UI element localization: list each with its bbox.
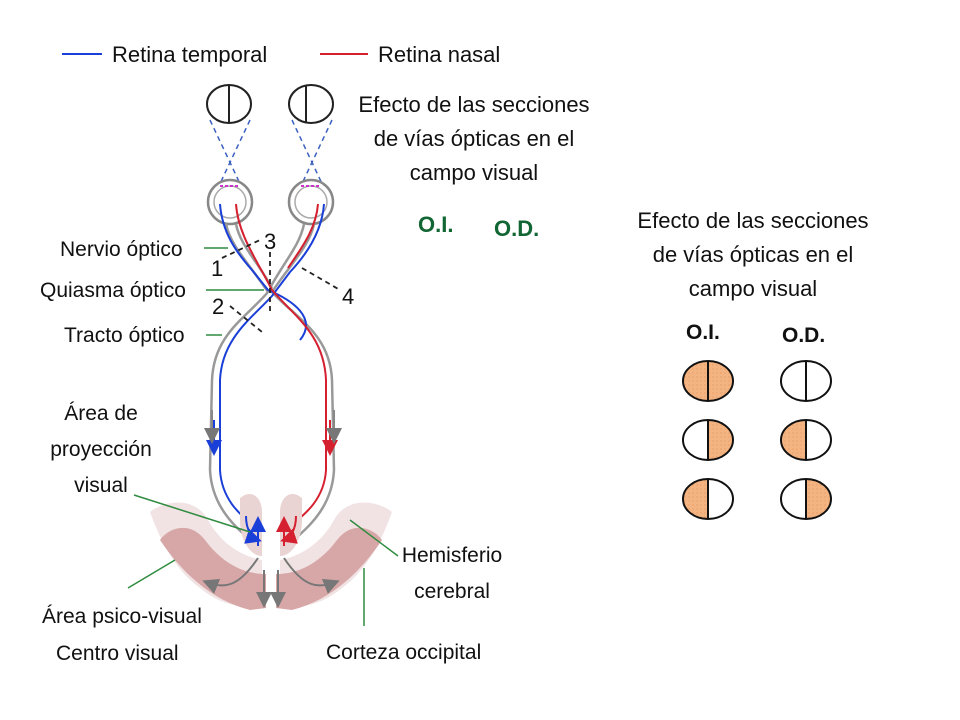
label-hemisphere-1: Hemisferio (402, 544, 502, 567)
label-projection-3: visual (74, 474, 128, 497)
visual-field-panel (596, 197, 912, 533)
field-oi-row-1 (682, 360, 734, 402)
eyeball-left (206, 178, 254, 226)
panel-eye-right: O.D. (782, 324, 825, 347)
field-od-row-3 (780, 478, 832, 520)
field-oi-row-3 (682, 478, 734, 520)
legend-nasal-label: Retina nasal (378, 42, 500, 67)
field-od-row-1 (780, 360, 832, 402)
lesion-4-line (301, 267, 341, 291)
pathway-outline (208, 223, 336, 541)
panel-title-line-3: campo visual (689, 276, 817, 301)
label-nerve: Nervio óptico (60, 238, 183, 261)
label-chiasm: Quiasma óptico (40, 279, 186, 302)
field-circle-right (288, 84, 334, 124)
gray-arrows (204, 410, 342, 444)
panel-eye-left: O.I. (686, 321, 720, 344)
upper-title-line-2: de vías ópticas en el (374, 126, 575, 151)
lesion-3-number: 3 (264, 229, 276, 254)
label-occipital: Corteza occipital (326, 641, 481, 664)
field-oi-row-2 (682, 419, 734, 461)
legend-temporal-label: Retina temporal (112, 42, 267, 67)
upper-title: Efecto de las secciones de vías ópticas … (358, 92, 589, 241)
panel-title: Efecto de las secciones de vías ópticas … (637, 208, 868, 347)
leader-lines (127, 247, 399, 626)
label-hemisphere-2: cerebral (414, 580, 490, 603)
lesion-markers (221, 239, 341, 333)
lesion-4-number: 4 (342, 284, 354, 309)
lesion-1-number: 1 (211, 256, 223, 281)
legend: Retina temporal Retina nasal (62, 42, 500, 67)
visual-field-grid (682, 360, 832, 520)
lesion-2-line (229, 305, 263, 333)
upper-title-line-1: Efecto de las secciones (358, 92, 589, 117)
upper-eye-left: O.I. (418, 212, 453, 237)
lesion-2-number: 2 (212, 294, 224, 319)
upper-title-line-3: campo visual (410, 160, 538, 185)
field-od-row-2 (780, 419, 832, 461)
eyeball-right (287, 178, 335, 226)
label-projection-2: proyección (50, 438, 152, 461)
cortex-arrows (202, 515, 340, 608)
label-center: Centro visual (56, 642, 179, 665)
label-psychovisual: Área psico-visual (42, 605, 202, 628)
lesion-1-line (221, 239, 261, 259)
label-projection-1: Área de (64, 402, 138, 425)
field-circle-left (206, 84, 252, 124)
projection-cones (209, 119, 333, 191)
label-tract: Tracto óptico (64, 324, 185, 347)
panel-title-line-2: de vías ópticas en el (653, 242, 854, 267)
panel-title-line-1: Efecto de las secciones (637, 208, 868, 233)
upper-eye-right: O.D. (494, 216, 539, 241)
